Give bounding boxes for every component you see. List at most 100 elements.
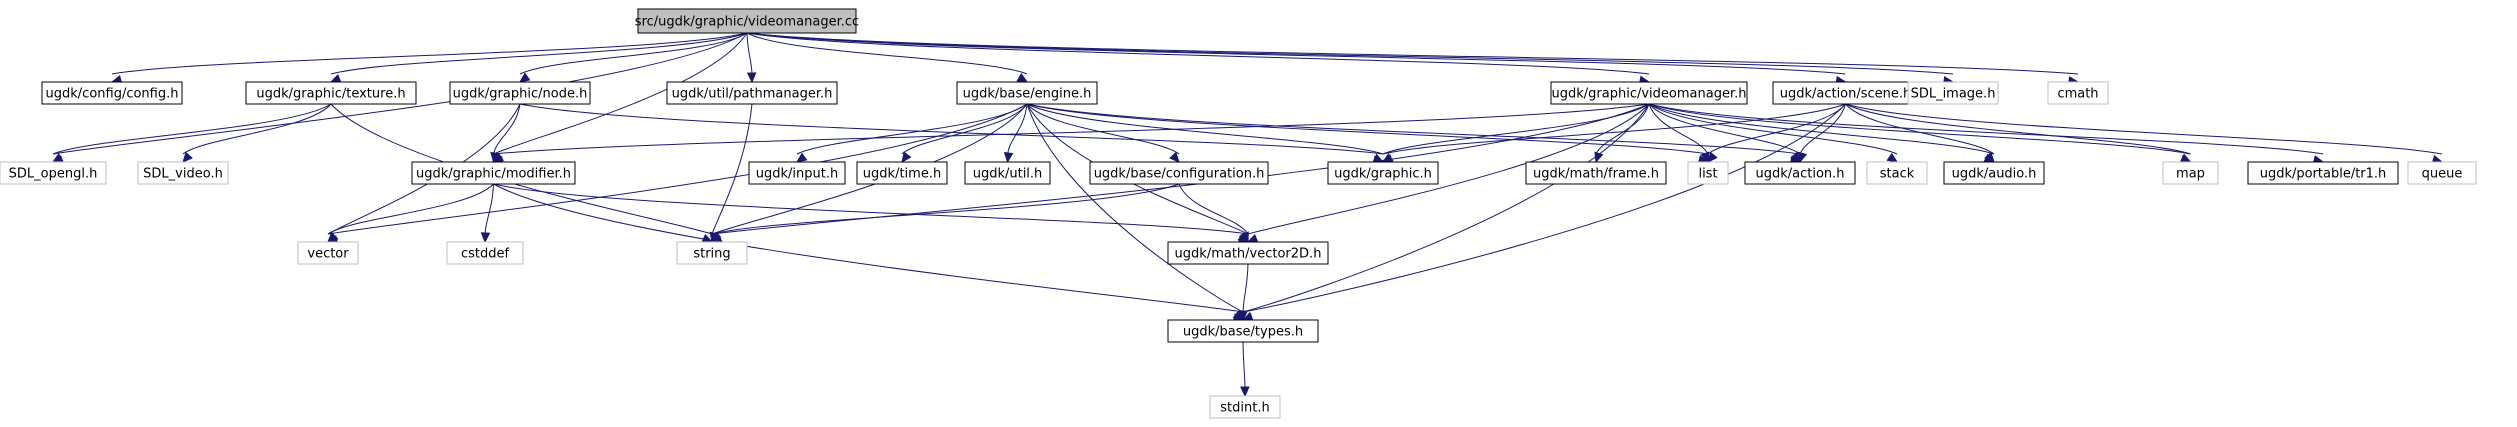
node-label: ugdk/math/vector2D.h [1175, 247, 1322, 262]
include-edge [493, 32, 748, 155]
edge-arrowhead [1016, 73, 1029, 83]
edge-arrowhead [1790, 151, 1801, 163]
node-box [856, 161, 948, 185]
edge-arrowhead [901, 151, 912, 163]
include-edge [1382, 103, 1650, 155]
graph-node-cmath: cmath [2047, 81, 2109, 105]
edge-arrowhead [746, 72, 757, 84]
graph-node-vector: vector [297, 241, 359, 265]
graph-node-time[interactable]: ugdk/time.h [856, 161, 948, 185]
edge-arrowhead [480, 232, 491, 244]
include-edge [484, 183, 494, 235]
node-label: ugdk/util.h [973, 167, 1043, 182]
node-box [1687, 161, 1729, 185]
include-edge [1026, 103, 1249, 235]
include-edge [493, 103, 1650, 155]
include-edge [1648, 103, 2324, 155]
include-edge [1007, 103, 1028, 155]
graph-node-node[interactable]: ugdk/graphic/node.h [449, 81, 591, 105]
include-edge [746, 32, 1028, 75]
include-edge [796, 103, 1028, 155]
include-edge [52, 32, 748, 155]
graph-node-action[interactable]: ugdk/action.h [1744, 161, 1856, 185]
edge-arrowhead [182, 151, 193, 163]
node-label: ugdk/action.h [1755, 167, 1844, 182]
include-edge [746, 32, 2079, 75]
graph-node-input[interactable]: ugdk/input.h [748, 161, 846, 185]
include-edge [1026, 103, 1384, 155]
node-box [956, 81, 1098, 105]
edge-arrowhead [1239, 231, 1249, 244]
graph-node-util[interactable]: ugdk/util.h [964, 161, 1051, 185]
graph-node-audio[interactable]: ugdk/audio.h [1943, 161, 2045, 185]
node-box [1327, 161, 1439, 185]
graph-node-stdint: stdint.h [1209, 395, 1281, 419]
graph-node-vector2d[interactable]: ugdk/math/vector2D.h [1167, 241, 1329, 265]
node-label: ugdk/base/types.h [1183, 325, 1303, 340]
node-label: ugdk/graphic/texture.h [256, 87, 405, 102]
edge-arrowhead [796, 152, 808, 163]
include-edge [493, 183, 1244, 313]
include-edge [1595, 103, 1650, 155]
graph-node-graphic[interactable]: ugdk/graphic.h [1327, 161, 1439, 185]
include-edge [1242, 103, 1846, 313]
edge-arrowhead [2179, 153, 2192, 163]
edge-arrowhead [519, 72, 531, 83]
edge-arrowhead [1886, 152, 1899, 163]
node-box [2407, 161, 2477, 185]
graph-node-texture[interactable]: ugdk/graphic/texture.h [245, 81, 417, 105]
edge-arrowhead [1700, 151, 1710, 164]
graph-node-tr1[interactable]: ugdk/portable/tr1.h [2247, 161, 2399, 185]
node-label: SDL_opengl.h [9, 167, 98, 182]
node-box [1866, 161, 1928, 185]
node-label: ugdk/input.h [756, 167, 838, 182]
graph-node-modifier[interactable]: ugdk/graphic/modifier.h [411, 161, 576, 185]
node-label: ugdk/math/frame.h [1533, 167, 1659, 182]
node-label: vector [307, 247, 349, 262]
node-box [411, 161, 576, 185]
node-box [1209, 395, 1281, 419]
graph-node-cstddef: cstddef [446, 241, 524, 265]
graph-node-types[interactable]: ugdk/base/types.h [1167, 319, 1319, 343]
node-label: src/ugdk/graphic/videomanager.cc [635, 15, 859, 30]
node-label: ugdk/graphic/videomanager.h [1552, 87, 1747, 102]
edge-arrowhead [490, 151, 500, 164]
graph-node-sdlopengl: SDL_opengl.h [0, 161, 107, 185]
node-box [1943, 161, 2045, 185]
node-label: list [1698, 167, 1717, 182]
node-box [1907, 81, 1999, 105]
node-box [1525, 161, 1667, 185]
graph-node-vmh[interactable]: ugdk/graphic/videomanager.h [1550, 81, 1748, 105]
node-box [446, 241, 524, 265]
graph-node-pathmgr[interactable]: ugdk/util/pathmanager.h [666, 81, 838, 105]
graph-node-string: string [676, 241, 748, 265]
graph-node-frame[interactable]: ugdk/math/frame.h [1525, 161, 1667, 185]
node-box [1167, 241, 1329, 265]
node-box [245, 81, 417, 105]
node-label: cmath [2057, 87, 2098, 102]
include-edge [1026, 103, 1244, 313]
include-edge [1845, 103, 1995, 155]
edge-arrowhead [1984, 151, 1995, 163]
include-edge [746, 32, 1650, 75]
include-edge [111, 32, 748, 75]
graph-node-engine[interactable]: ugdk/base/engine.h [956, 81, 1098, 105]
graph-node-baseconf[interactable]: ugdk/base/configuration.h [1089, 161, 1269, 185]
include-edge [711, 103, 753, 235]
node-label: string [693, 247, 730, 262]
include-edge [1799, 103, 1846, 155]
node-box [964, 161, 1051, 185]
graph-node-scene[interactable]: ugdk/action/scene.h [1772, 81, 1919, 105]
node-label: SDL_video.h [143, 167, 223, 182]
include-edge [1648, 103, 1801, 155]
include-edge [746, 32, 1846, 75]
node-label: ugdk/audio.h [1952, 167, 2037, 182]
graph-node-config[interactable]: ugdk/config/config.h [41, 81, 183, 105]
edge-arrowhead [329, 74, 342, 83]
node-label: map [2176, 167, 2205, 182]
include-edge [327, 103, 1028, 235]
include-edge [330, 32, 748, 75]
include-edge [1026, 103, 1801, 155]
edge-arrowhead [1797, 151, 1808, 164]
include-edge [52, 103, 332, 155]
